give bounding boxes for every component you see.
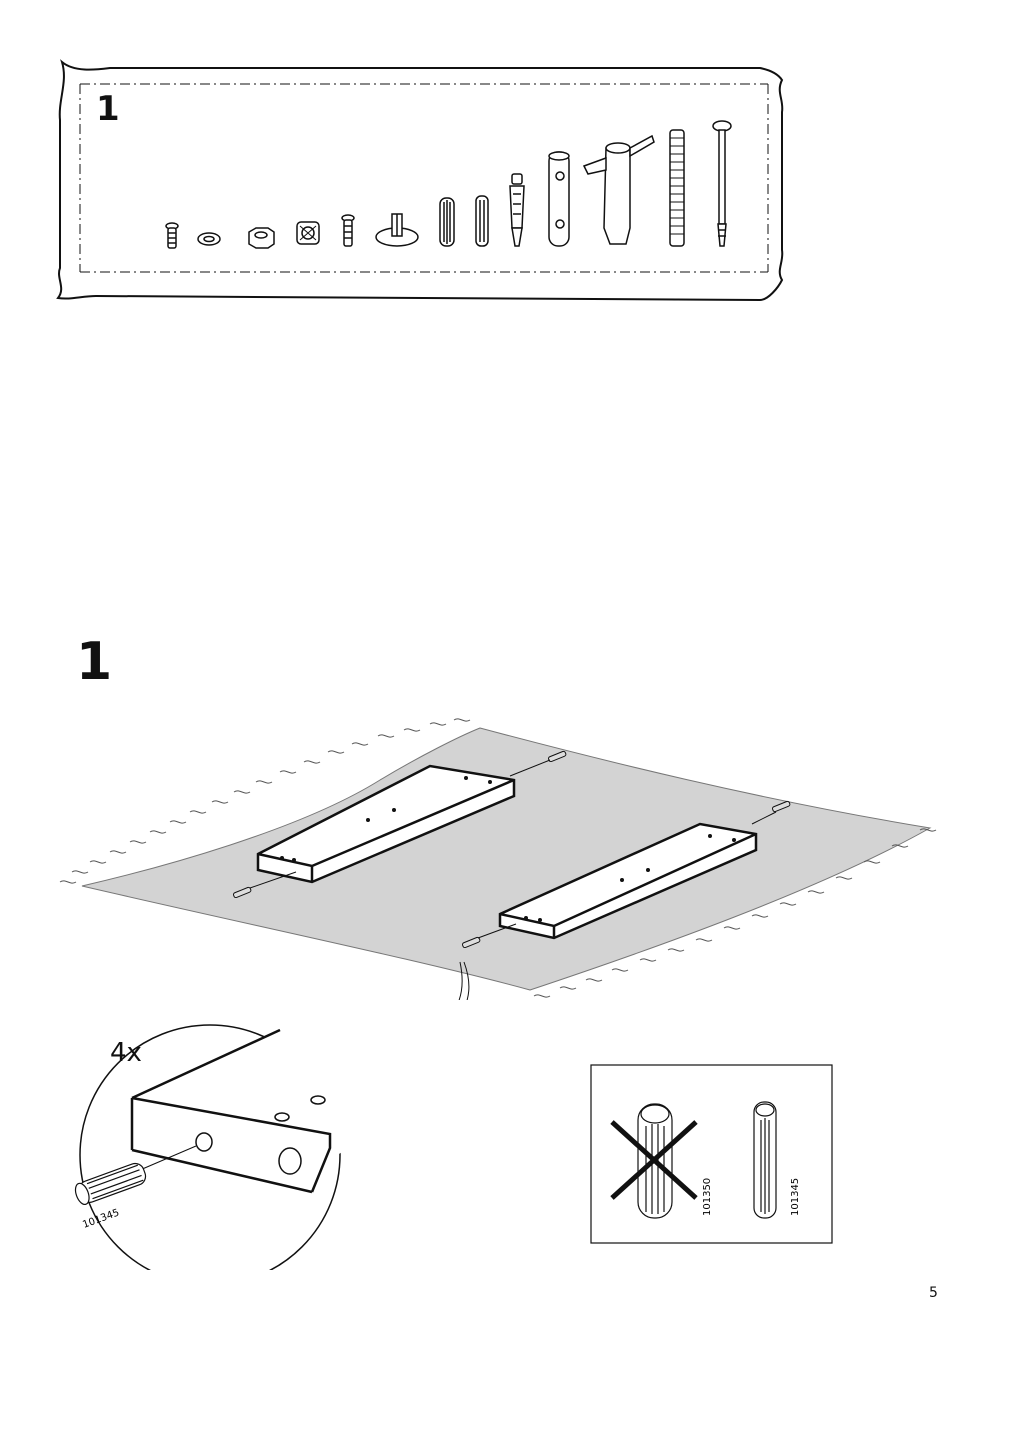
dowel-small-icon [475, 195, 489, 247]
correct-part-number: 101345 [790, 1178, 801, 1216]
glide-icon [375, 213, 419, 247]
wrong-part-number: 101350 [702, 1178, 713, 1216]
threaded-rod-icon [669, 129, 685, 247]
hardware-bag [56, 59, 784, 302]
small-screw-icon [165, 222, 179, 249]
nut-icon [248, 227, 275, 249]
rail-right [498, 822, 758, 940]
quantity-label: 4x [110, 1038, 142, 1068]
assembly-illustration [59, 718, 937, 1000]
dowel-comparison-box: 101350 101345 [590, 1064, 833, 1244]
rail-left [256, 764, 516, 884]
connector-bolt-icon [509, 173, 525, 247]
barrel-nut-icon [548, 151, 570, 247]
long-bolt-icon [712, 120, 732, 247]
washer-icon [197, 232, 221, 246]
dowel-detail-icon [74, 1162, 147, 1206]
bag-number: 1 [96, 89, 120, 129]
cross-mark-icon [610, 1120, 698, 1200]
short-screw-icon [341, 214, 355, 247]
detail-magnifier: 101345 [74, 1024, 360, 1270]
step-number: 1 [76, 632, 113, 692]
page-number: 5 [929, 1285, 938, 1301]
bag-outline [56, 59, 784, 302]
wrench-icon [582, 134, 655, 245]
dowel-left-a [233, 750, 567, 899]
cam-lock-icon [296, 221, 320, 245]
protective-cloth [81, 727, 932, 991]
correct-dowel-icon [753, 1101, 777, 1219]
dowel-large-icon [439, 197, 455, 247]
dowel-right-a [462, 800, 791, 949]
